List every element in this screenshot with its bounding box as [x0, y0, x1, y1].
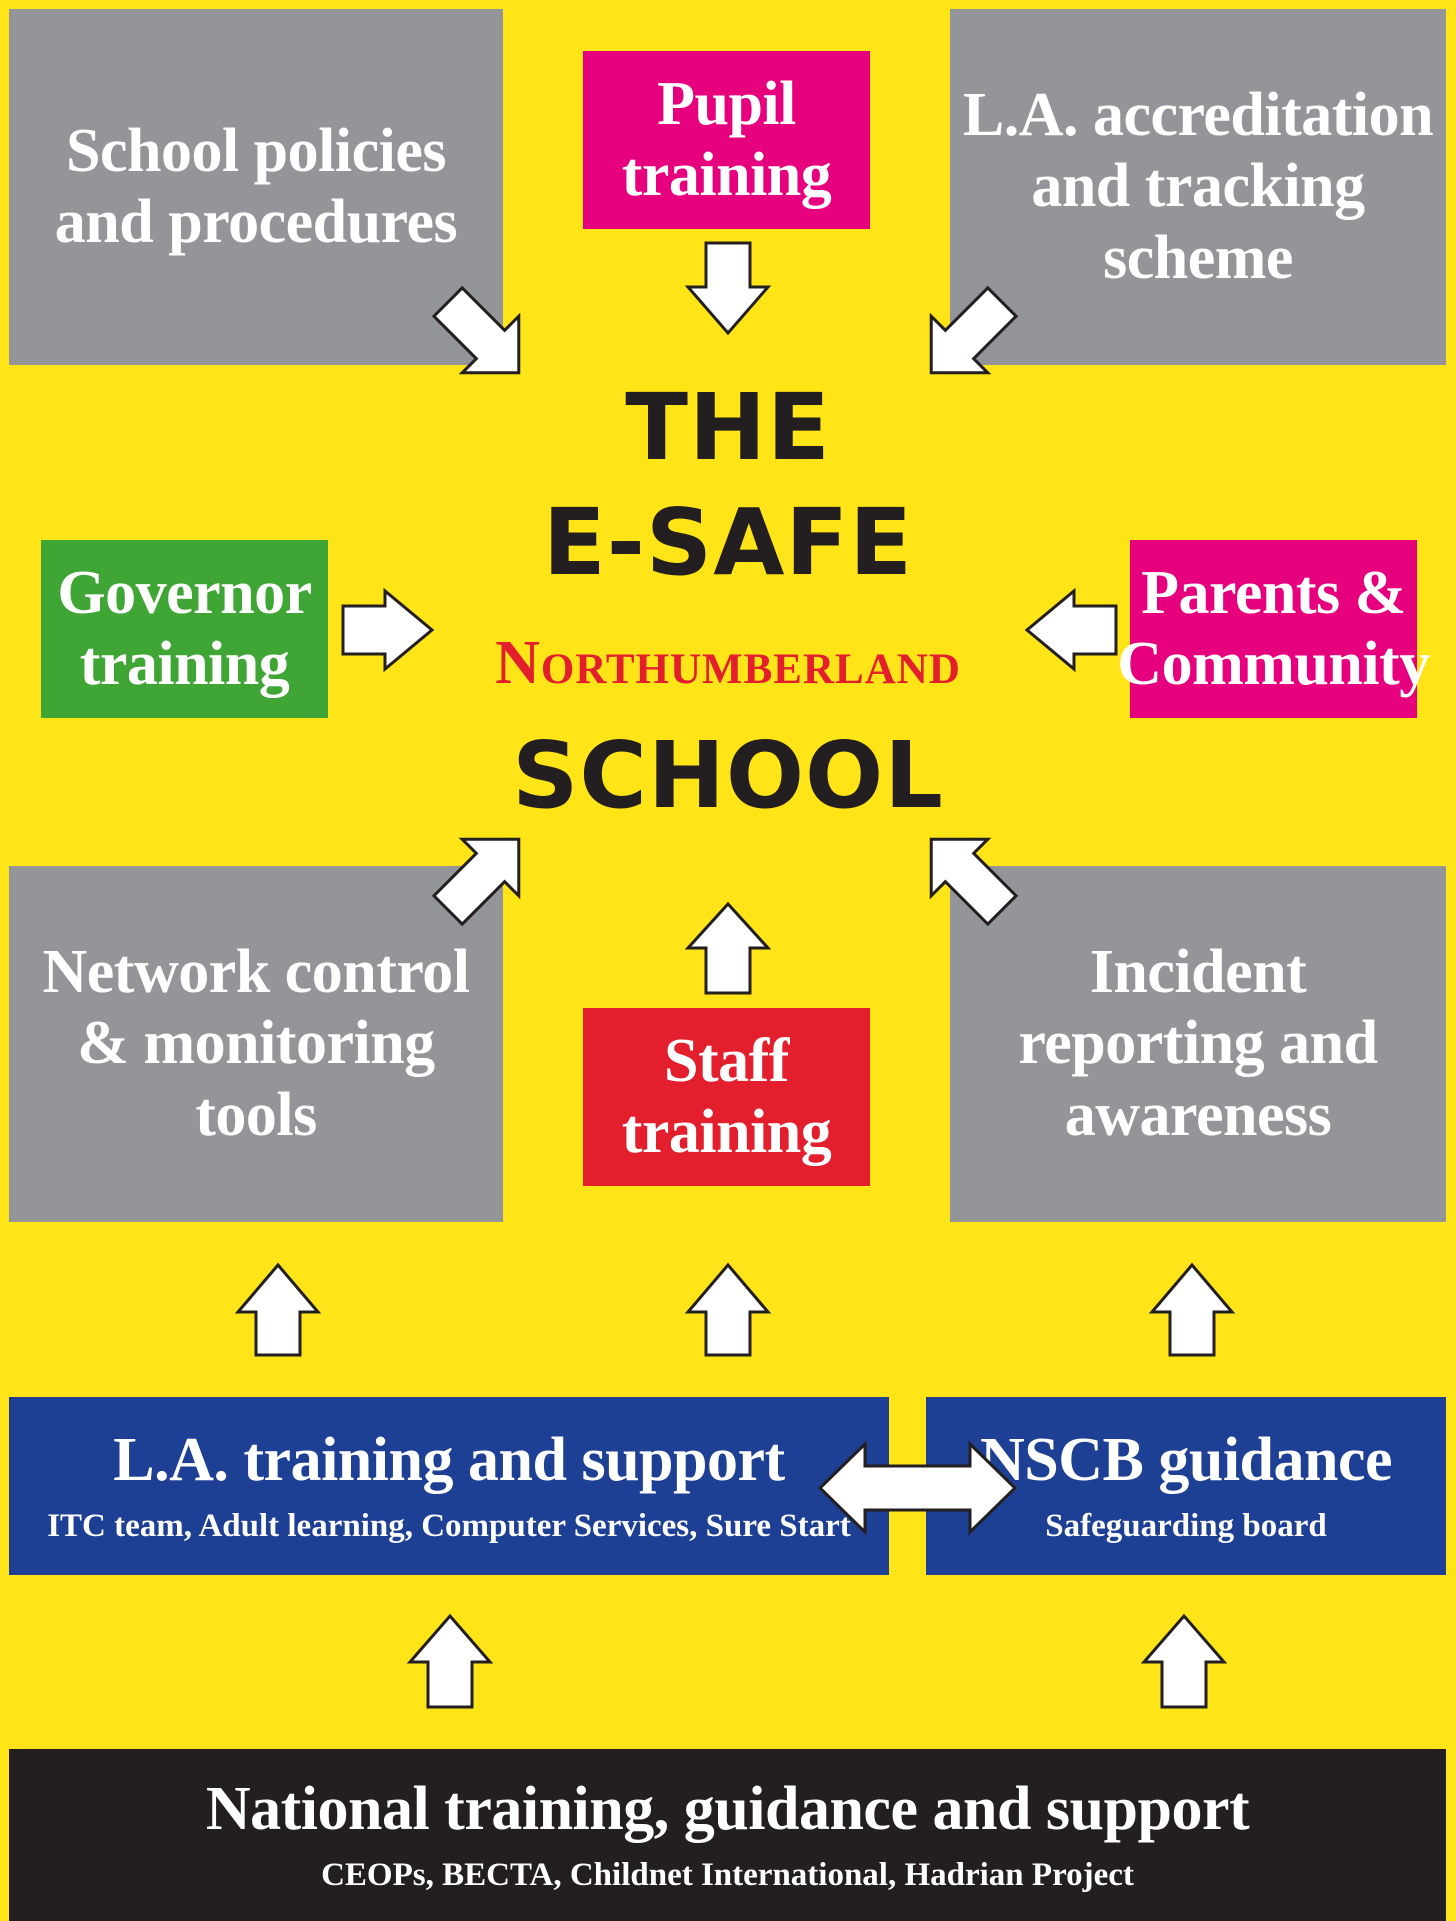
pupil-training-label: Pupil training: [621, 69, 832, 209]
arrow-up-icon: [1140, 1613, 1228, 1709]
arrow-up-icon: [406, 1613, 494, 1709]
pupil-training-box: Pupil training: [583, 51, 870, 229]
la-training-title: L.A. training and support: [113, 1425, 785, 1494]
la-training-subtitle: ITC team, Adult learning, Computer Servi…: [47, 1508, 851, 1545]
incident-reporting-label: Incident reporting and awareness: [1018, 938, 1378, 1149]
la-accreditation-label: L.A. accreditation and tracking scheme: [962, 81, 1434, 292]
nscb-guidance-subtitle: Safeguarding board: [1045, 1508, 1327, 1545]
la-training-box: L.A. training and support ITC team, Adul…: [9, 1397, 889, 1575]
network-control-label: Network control & monitoring tools: [42, 938, 470, 1149]
national-support-subtitle: CEOPs, BECTA, Childnet International, Ha…: [321, 1857, 1134, 1894]
la-accreditation-box: L.A. accreditation and tracking scheme: [950, 9, 1446, 365]
arrow-up-icon: [684, 901, 772, 995]
staff-training-label: Staff training: [621, 1026, 832, 1166]
governor-training-label: Governor training: [57, 558, 312, 698]
title-school: SCHOOL: [512, 722, 944, 829]
incident-reporting-box: Incident reporting and awareness: [950, 866, 1446, 1222]
staff-training-box: Staff training: [583, 1008, 870, 1186]
national-support-title: National training, guidance and support: [205, 1774, 1250, 1843]
parents-community-label: Parents & Community: [1117, 558, 1430, 698]
title-the: THE: [625, 374, 831, 481]
governor-training-box: Governor training: [41, 540, 328, 718]
school-policies-label: School policies and procedures: [54, 116, 458, 256]
arrow-up-icon: [1148, 1262, 1236, 1357]
nscb-guidance-box: NSCB guidance Safeguarding board: [926, 1397, 1446, 1575]
network-control-box: Network control & monitoring tools: [9, 866, 503, 1222]
parents-community-box: Parents & Community: [1117, 540, 1430, 718]
northumberland-logo-text: Northumberland: [495, 629, 961, 697]
arrow-up-icon: [684, 1262, 772, 1357]
nscb-guidance-title: NSCB guidance: [979, 1425, 1393, 1494]
national-support-box: National training, guidance and support …: [9, 1749, 1446, 1921]
arrow-up-icon: [234, 1262, 322, 1357]
title-e-safe: E-SAFE: [542, 489, 914, 596]
arrow-down-icon: [684, 241, 772, 336]
school-policies-box: School policies and procedures: [9, 9, 503, 365]
